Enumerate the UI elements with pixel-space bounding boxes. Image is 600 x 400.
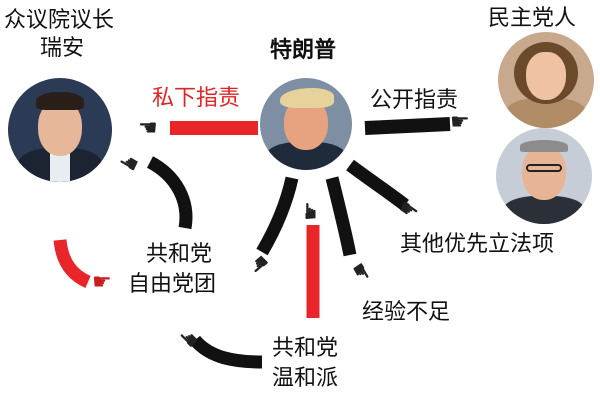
- ryan-collar: [50, 150, 70, 182]
- private-blame-label: 私下指责: [152, 86, 241, 111]
- democrats-label: 民主党人: [488, 6, 577, 31]
- public-blame-label: 公开指责: [370, 88, 459, 113]
- pointing-hand-icon: ☛: [298, 201, 324, 221]
- ryan-portrait: [8, 78, 112, 182]
- other-priorities-label: 其他优先立法项: [400, 232, 555, 257]
- center-to-inexperience-connector: [325, 176, 357, 257]
- center-to-caucus-connector: [256, 176, 299, 256]
- freedom-caucus-line1: 共和党: [146, 242, 213, 267]
- pointing-hand-icon: ☛: [450, 110, 470, 135]
- pointing-hand-icon: ☛: [138, 116, 158, 141]
- inexperience-label: 经验不足: [362, 300, 451, 325]
- schumer-suit: [504, 196, 584, 224]
- trump-portrait: [260, 78, 352, 170]
- schumer-face: [522, 146, 566, 200]
- ryan-name-label: 瑞安: [40, 36, 85, 61]
- schumer-portrait: [496, 128, 592, 224]
- caucus-to-ryan-connector: [146, 156, 193, 230]
- freedom-caucus-line2: 自由党团: [128, 272, 217, 297]
- pelosi-face: [526, 52, 566, 100]
- center-name-label: 特朗普: [270, 38, 337, 63]
- pelosi-portrait: [498, 32, 594, 128]
- schumer-hair: [520, 140, 568, 152]
- moderates-bottom-connector: [190, 335, 263, 369]
- trump-hair: [280, 88, 334, 108]
- public-blame-connector: [364, 117, 451, 135]
- ryan-hair: [36, 92, 84, 110]
- center-to-priorities-connector: [346, 159, 409, 211]
- pointing-hand-icon: ☛: [92, 270, 112, 295]
- schumer-glasses: [526, 164, 562, 172]
- moderates-line1: 共和党: [272, 336, 339, 361]
- ryan-title-label: 众议院议长: [4, 8, 115, 33]
- caucus-red-connector: [53, 239, 91, 288]
- moderates-line2: 温和派: [272, 366, 339, 391]
